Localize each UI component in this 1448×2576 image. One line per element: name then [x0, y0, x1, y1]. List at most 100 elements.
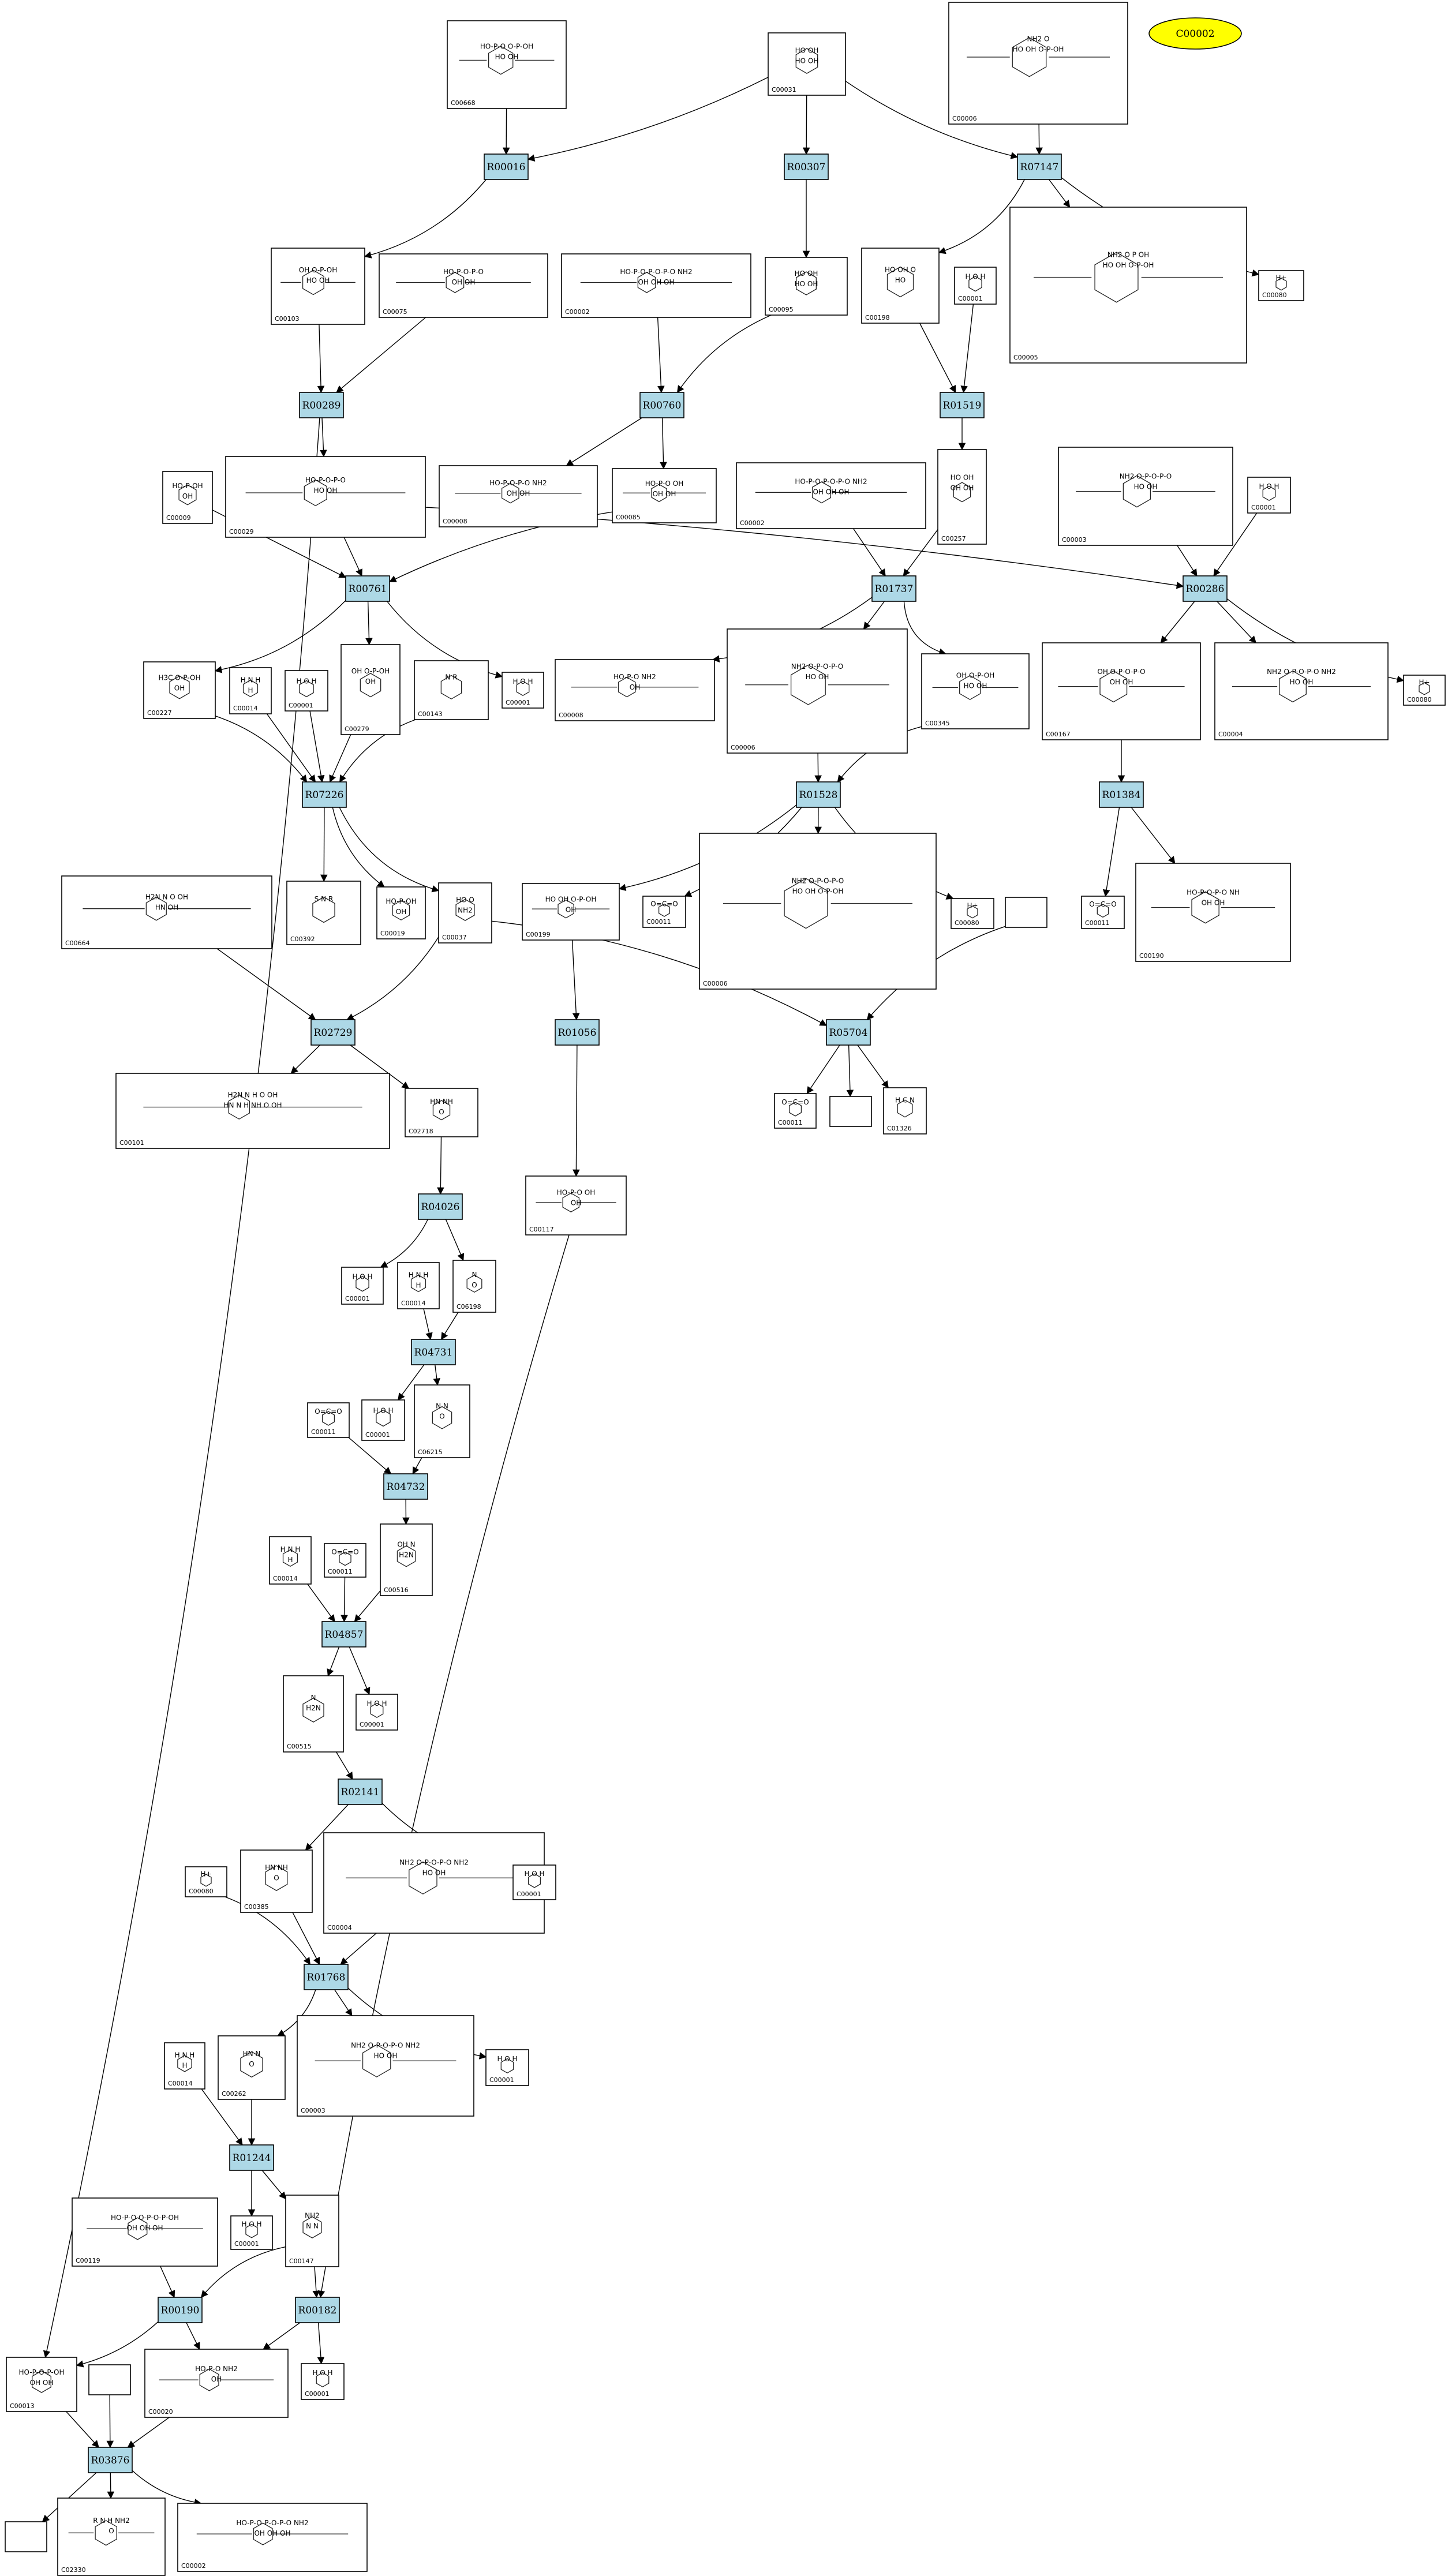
reaction-node-r05704[interactable]: R05704: [826, 1019, 871, 1046]
reaction-node-r00289[interactable]: R00289: [299, 392, 344, 418]
reaction-node-r07226[interactable]: R07226: [302, 781, 347, 808]
reaction-node-r00761[interactable]: R00761: [345, 575, 390, 602]
reaction-node-r03876[interactable]: R03876: [88, 2447, 133, 2473]
reaction-node-r02141[interactable]: R02141: [338, 1779, 383, 1805]
reaction-node-r01384[interactable]: R01384: [1099, 781, 1144, 808]
reaction-node-r04732[interactable]: R04732: [383, 1473, 428, 1500]
reaction-node-r07147[interactable]: R07147: [1017, 153, 1062, 180]
reaction-node-r01519[interactable]: R01519: [940, 392, 985, 418]
reaction-node-r00286[interactable]: R00286: [1183, 575, 1228, 602]
compound-node-c00080b[interactable]: H+C00080: [1403, 675, 1446, 706]
compound-node-empty1[interactable]: [1005, 897, 1047, 928]
compound-node-c00080d[interactable]: H+C00080: [185, 1866, 227, 1897]
reaction-node-r04731[interactable]: R04731: [411, 1339, 456, 1365]
reaction-node-r01244[interactable]: R01244: [229, 2144, 274, 2171]
highlight-compound-c00002[interactable]: C00002: [1148, 17, 1242, 50]
reaction-node-r00190[interactable]: R00190: [158, 2297, 203, 2323]
compound-node-empty2[interactable]: [829, 1096, 872, 1127]
reaction-node-r01528[interactable]: R01528: [796, 781, 841, 808]
compound-node-empty4[interactable]: [5, 2521, 47, 2552]
reaction-node-r00016[interactable]: R00016: [484, 153, 529, 180]
reaction-node-r04026[interactable]: R04026: [418, 1193, 463, 1220]
reaction-node-r02729[interactable]: R02729: [310, 1019, 356, 1046]
reaction-node-r04857[interactable]: R04857: [321, 1621, 366, 1648]
compound-node-c00080a[interactable]: H+C00080: [1258, 270, 1304, 301]
compound-node-c00080c[interactable]: H+C00080: [951, 898, 994, 929]
reaction-node-r01768[interactable]: R01768: [304, 1964, 349, 1990]
reaction-node-r01737[interactable]: R01737: [871, 575, 916, 602]
reaction-node-r00182[interactable]: R00182: [295, 2297, 340, 2323]
reaction-node-r00760[interactable]: R00760: [639, 392, 684, 418]
reaction-node-r01056[interactable]: R01056: [555, 1019, 600, 1046]
compound-node-empty3[interactable]: [88, 2364, 131, 2395]
